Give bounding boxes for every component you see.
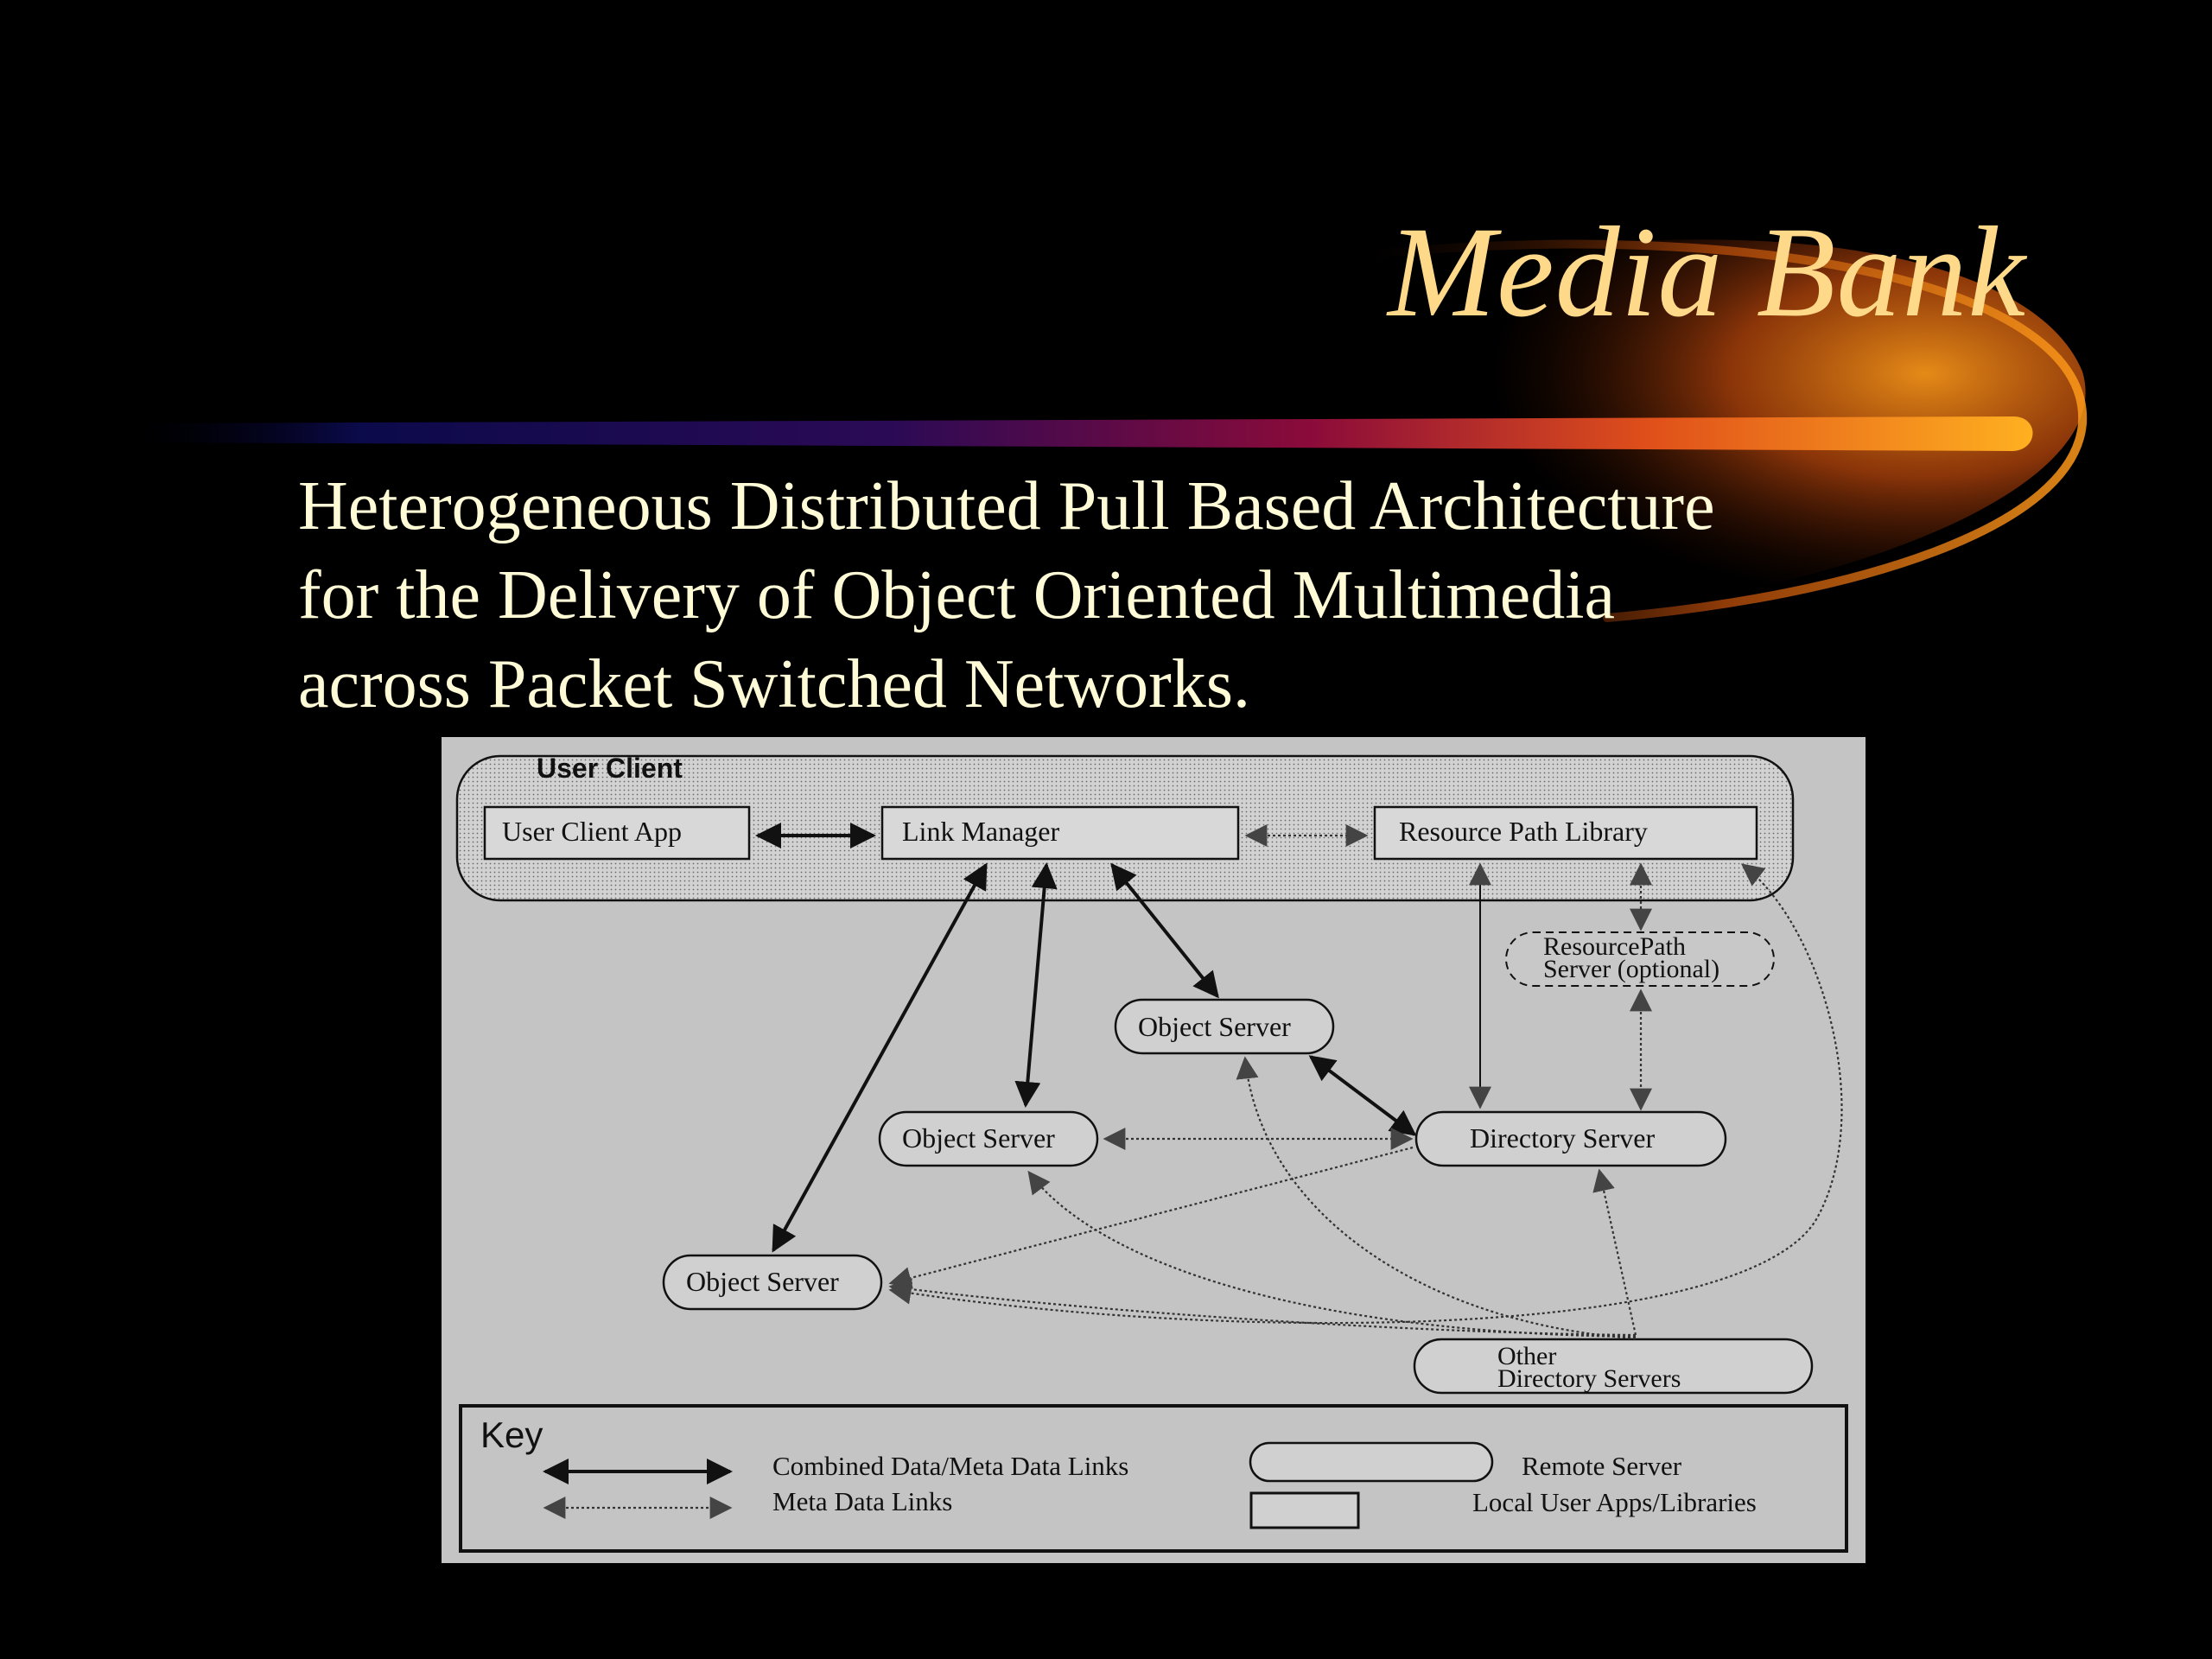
key-remote-server-sample — [1249, 1441, 1494, 1483]
key-title: Key — [480, 1414, 543, 1455]
architecture-diagram: User Client User Client App Link Manager… — [442, 737, 1866, 1563]
resource-path-library-box — [1373, 805, 1758, 861]
subtitle-line: across Packet Switched Networks. — [298, 646, 1250, 722]
key-box — [459, 1404, 1848, 1553]
subtitle-line: Heterogeneous Distributed Pull Based Arc… — [298, 468, 1715, 544]
user-client-label: User Client — [537, 753, 683, 784]
link-manager-box — [880, 805, 1240, 861]
other-directory-label-1: Other — [1497, 1342, 1556, 1370]
user-client-app-label: User Client App — [502, 816, 682, 847]
key-meta-label: Meta Data Links — [772, 1486, 952, 1516]
key-local-apps-sample — [1249, 1491, 1360, 1529]
meta-object-low-to-library — [888, 863, 1843, 1325]
other-directory-servers-node — [1413, 1338, 1814, 1395]
slide-title: Media Bank — [1388, 200, 2026, 344]
object-server-top-label: Object Server — [1138, 1011, 1291, 1042]
link-manager-label: Link Manager — [902, 816, 1060, 847]
slide-subtitle: Heterogeneous Distributed Pull Based Arc… — [298, 462, 1940, 729]
subtitle-line: for the Delivery of Object Oriented Mult… — [298, 557, 1615, 633]
user-client-app-box — [483, 805, 751, 861]
key-local-apps-label: Local User Apps/Libraries — [1472, 1487, 1757, 1517]
meta-links — [888, 824, 1843, 1340]
resource-path-library-label: Resource Path Library — [1399, 816, 1648, 847]
other-directory-label-2: Directory Servers — [1497, 1364, 1681, 1393]
resource-path-server-label-2: Server (optional) — [1543, 955, 1719, 983]
object-server-mid-label: Object Server — [902, 1122, 1055, 1154]
object-server-low-node — [662, 1254, 883, 1311]
object-server-low-label: Object Server — [686, 1266, 839, 1297]
key-remote-server-label: Remote Server — [1522, 1451, 1682, 1481]
key-combined-label: Combined Data/Meta Data Links — [772, 1451, 1128, 1481]
directory-server-label: Directory Server — [1470, 1122, 1655, 1154]
